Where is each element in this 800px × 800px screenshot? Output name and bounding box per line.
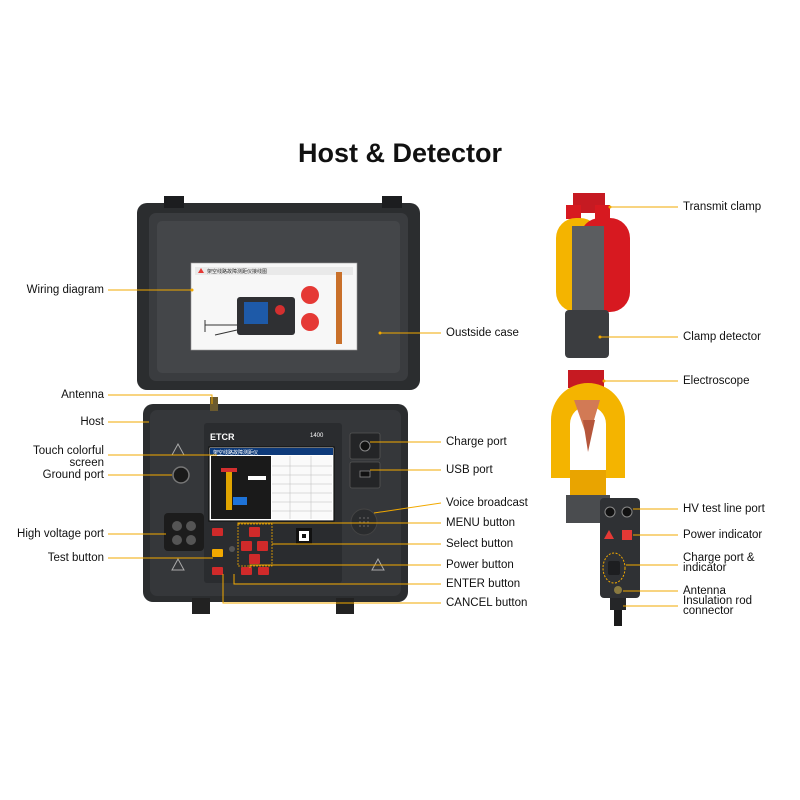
label-charge-port: Charge port: [446, 436, 507, 448]
page-title: Host & Detector: [297, 138, 503, 168]
leader-lines: [108, 206, 678, 607]
label-cancel-button: CANCEL button: [446, 597, 528, 609]
label-electroscope: Electroscope: [683, 375, 750, 387]
model-text: 1400: [310, 433, 324, 439]
label-transmit-clamp: Transmit clamp: [683, 201, 762, 213]
leader-dots: [190, 205, 612, 383]
label-hv-test-line-port: HV test line port: [683, 503, 765, 515]
label-voice-broadcast: Voice broadcast: [446, 497, 528, 509]
label-test-button: Test button: [47, 552, 104, 564]
label-antenna-detector: Antenna: [683, 585, 726, 597]
label-power-indicator: Power indicator: [683, 529, 763, 541]
host-base: ETCR 1400 架空线路故障测距仪: [143, 397, 408, 614]
label-ground-port: Ground port: [42, 469, 104, 481]
label-antenna-host: Antenna: [61, 389, 104, 401]
label-power-button: Power button: [446, 559, 514, 571]
label-touch-screen: Touch colorful screen: [33, 445, 104, 469]
wiring-diagram-sticker: 架空线路故障测距仪接线图: [190, 262, 358, 351]
label-enter-button: ENTER button: [446, 578, 521, 590]
label-clamp-detector: Clamp detector: [683, 331, 761, 343]
label-menu-button: MENU button: [446, 517, 516, 529]
brand-logo-text: ETCR: [210, 432, 235, 442]
label-wiring-diagram: Wiring diagram: [26, 284, 104, 296]
label-charge-port-indicator: Charge port & indicator: [683, 552, 755, 574]
label-insulation-rod-connector: Insulation rod connector: [683, 595, 753, 617]
screen-heading-text: 架空线路故障测距仪: [213, 449, 258, 456]
label-select-button: Select button: [446, 538, 514, 550]
label-high-voltage-port: High voltage port: [17, 528, 104, 540]
label-usb-port: USB port: [446, 464, 493, 476]
transmit-clamp: [556, 193, 630, 358]
electroscope: [551, 370, 640, 626]
label-host: Host: [80, 416, 104, 428]
case-title-text: 架空线路故障测距仪接线图: [207, 268, 267, 275]
label-outside-case: Oustside case: [446, 327, 519, 339]
